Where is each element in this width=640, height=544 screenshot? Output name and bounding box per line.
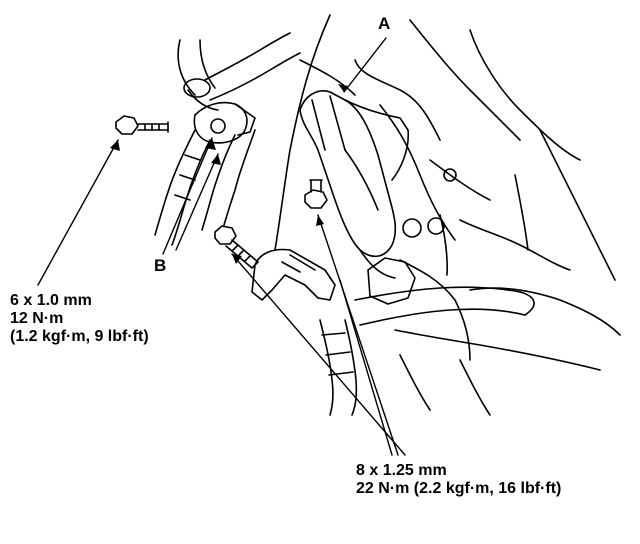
leader-arrowheads [110, 84, 348, 264]
torque-spec-8x1-25: 8 x 1.25 mm 22 N·m (2.2 kgf·m, 16 lbf·ft… [356, 462, 561, 498]
lower-left-hose [319, 319, 358, 416]
engine-block-outline [274, 14, 621, 416]
leader-lines [37, 37, 406, 456]
bracket-a [299, 90, 410, 279]
bolt-center [304, 179, 328, 209]
spec-torque: 22 N·m (2.2 kgf·m, 16 lbf·ft) [356, 479, 562, 497]
spec-size: 6 x 1.0 mm [10, 292, 92, 309]
hose-clamp-b [193, 101, 256, 144]
callout-b: B [154, 256, 167, 275]
spec-size: 8 x 1.25 mm [356, 462, 447, 479]
lower-bracket [251, 248, 336, 301]
bolt-6x1-0 [115, 115, 169, 135]
lower-hose [354, 257, 535, 326]
upper-hose [177, 32, 301, 111]
left-hose [154, 129, 256, 246]
callout-a: A [378, 14, 391, 33]
spec-torque: 12 N·m [10, 309, 64, 327]
spec-alt: (1.2 kgf·m, 9 lbf·ft) [10, 327, 149, 345]
torque-spec-6x1-0: 6 x 1.0 mm 12 N·m (1.2 kgf·m, 9 lbf·ft) [10, 292, 149, 346]
